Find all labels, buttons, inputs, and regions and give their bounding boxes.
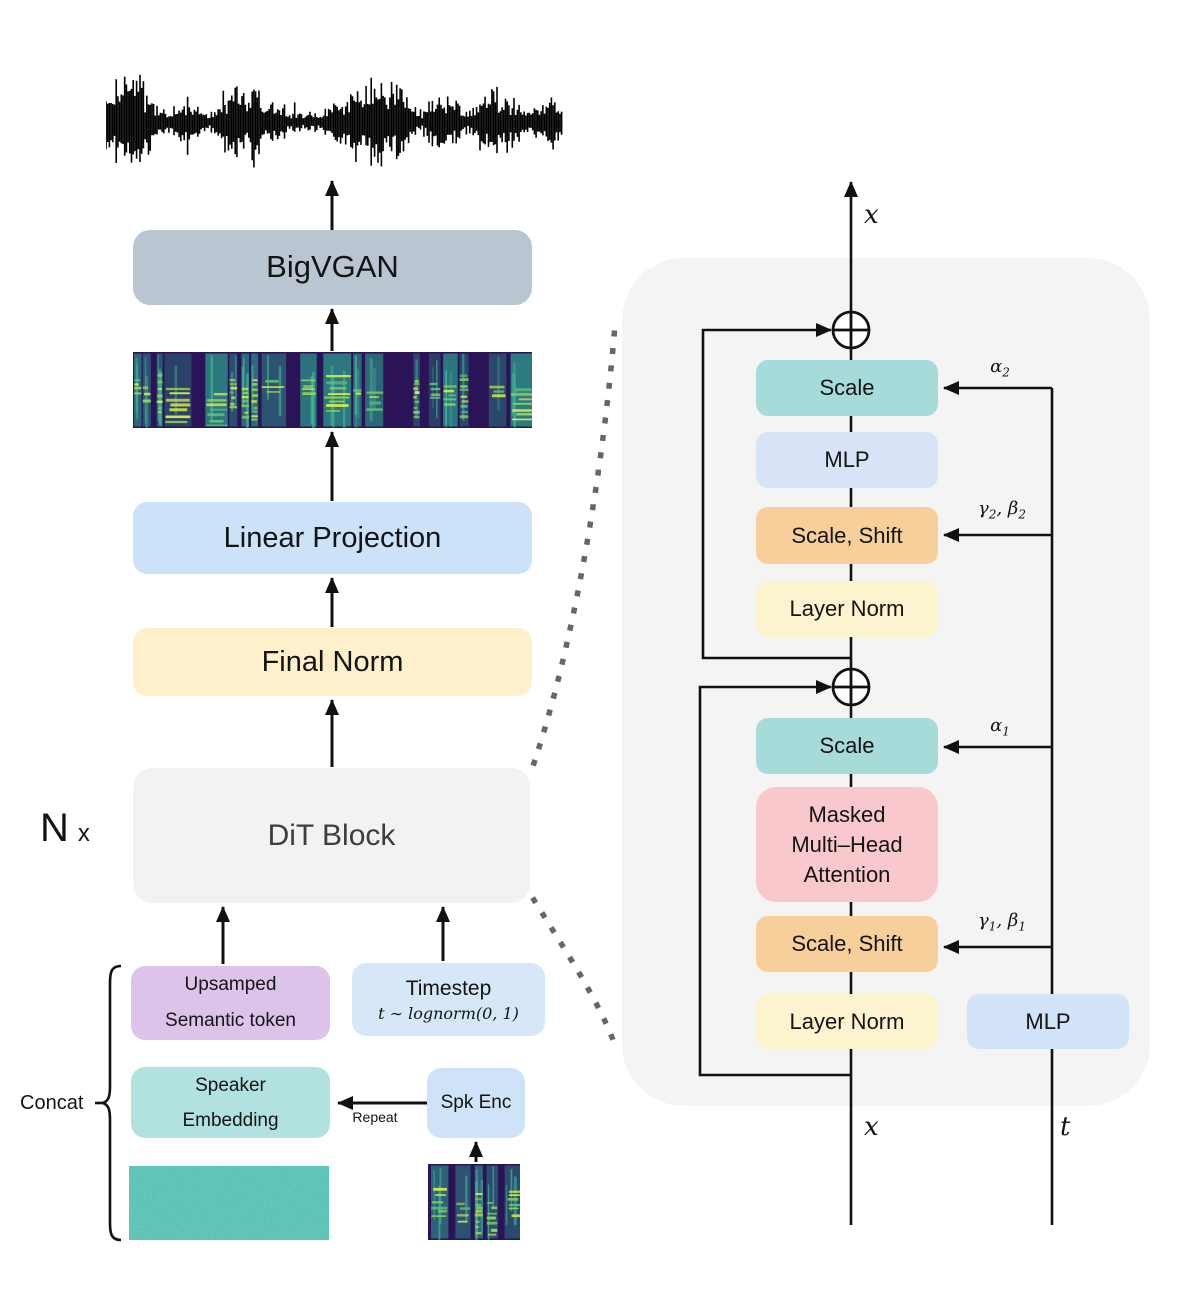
masked-multi-head-attention-block: Masked Multi–Head Attention <box>756 787 938 902</box>
dotted-connector-bottom <box>530 896 620 1052</box>
speaker-line2: Embedding <box>182 1109 279 1131</box>
concat-label: Concat <box>20 1092 84 1114</box>
upsampled-semantic-token-block: Upsamped Semantic token <box>131 966 330 1040</box>
speaker-embedding-block: Speaker Embedding <box>131 1067 330 1138</box>
mha-line2: Multi–Head <box>791 831 903 857</box>
layer-norm-block-2: Layer Norm <box>756 581 938 637</box>
dotted-connector-top <box>530 322 618 767</box>
mha-line1: Masked <box>808 801 886 827</box>
concat-brace <box>95 964 122 1242</box>
output-x-label: x <box>864 200 879 230</box>
scale-block-1: Scale <box>756 718 938 774</box>
times-label: x <box>77 820 90 847</box>
timestep-title: Timestep <box>405 976 492 1000</box>
input-x-label: x <box>864 1112 879 1142</box>
n-times-label: N x <box>40 806 90 851</box>
input-t-label: t <box>1060 1112 1071 1142</box>
gamma1-beta1-label: γ1, β1 <box>978 910 1026 934</box>
mlp-block-2: MLP <box>756 432 938 488</box>
timestep-block: Timestep t ∼ lognorm(0, 1) <box>352 963 545 1036</box>
scale-shift-block-1: Scale, Shift <box>756 916 938 972</box>
upsampled-line2: Semantic token <box>165 1010 296 1031</box>
scale-block-2: Scale <box>756 360 938 416</box>
mel-spectrogram-image <box>133 352 538 439</box>
mha-line3: Attention <box>803 861 891 887</box>
alpha1-label: α1 <box>990 715 1010 739</box>
bigvgan-block: BigVGAN <box>133 230 532 305</box>
scale-shift-block-2: Scale, Shift <box>756 507 938 564</box>
repeat-label: Repeat <box>352 1109 398 1125</box>
gamma2-beta2-label: γ2, β2 <box>978 498 1026 522</box>
upsampled-line1: Upsamped <box>184 974 277 995</box>
timestep-mlp-block: MLP <box>967 994 1129 1049</box>
linear-projection-block: Linear Projection <box>133 502 532 574</box>
output-waveform-image <box>105 70 564 174</box>
layer-norm-block-1: Layer Norm <box>756 994 938 1049</box>
noise-latent-image <box>129 1166 329 1240</box>
final-norm-block: Final Norm <box>133 628 532 696</box>
speaker-line1: Speaker <box>195 1074 266 1096</box>
n-label: N <box>40 806 69 850</box>
speaker-encoder-block: Spk Enc <box>427 1068 525 1138</box>
zoom-dotted-connectors <box>530 322 620 1052</box>
alpha2-label: α2 <box>990 356 1010 380</box>
timestep-formula: t ∼ lognorm(0, 1) <box>378 1003 519 1023</box>
dit-block: DiT Block <box>133 768 530 903</box>
reference-mel-image <box>428 1164 523 1250</box>
